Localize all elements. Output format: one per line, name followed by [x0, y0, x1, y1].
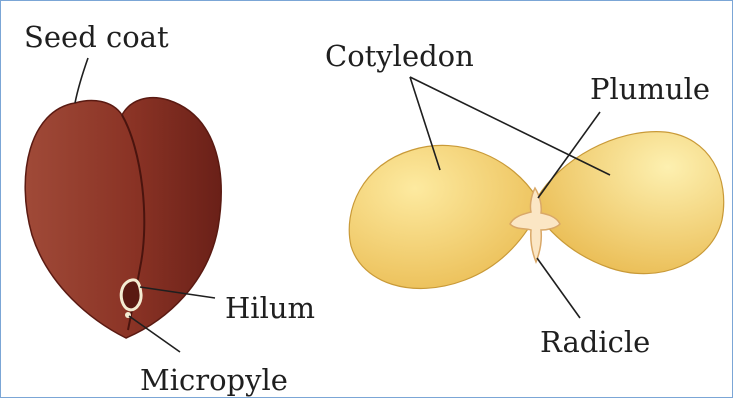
left-cotyledon-shape	[349, 145, 537, 288]
seed	[25, 98, 221, 338]
hilum-label: Hilum	[225, 291, 315, 325]
radicle-label: Radicle	[540, 325, 650, 359]
seed-coat-label: Seed coat	[24, 20, 169, 54]
hilum-shape	[121, 280, 141, 310]
micropyle-label: Micropyle	[140, 363, 288, 397]
radicle-leader-line	[537, 258, 580, 318]
opened-seed	[349, 132, 723, 289]
seed-coat-leader-line	[75, 58, 88, 103]
cotyledon-label: Cotyledon	[325, 39, 474, 73]
plumule-label: Plumule	[590, 72, 710, 106]
